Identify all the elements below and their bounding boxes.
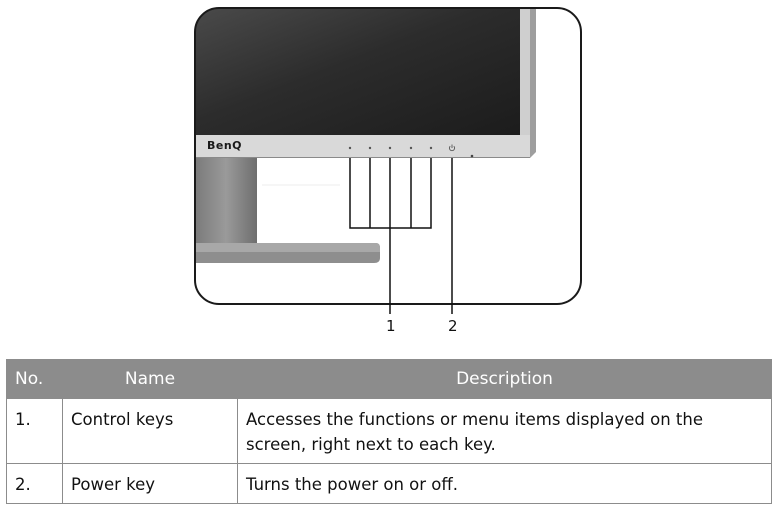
control-keys bbox=[348, 146, 433, 150]
monitor-screen bbox=[195, 8, 520, 135]
row-name: Control keys bbox=[62, 398, 238, 464]
row-name: Power key bbox=[62, 463, 238, 504]
key-description-table: No. Name Description 1. Control keys Acc… bbox=[6, 359, 772, 504]
table-row: 2. Power key Turns the power on or off. bbox=[6, 463, 772, 504]
row-description: Turns the power on or off. bbox=[237, 463, 772, 504]
brand-logo: BenQ bbox=[207, 139, 242, 152]
row-description: Accesses the functions or menu items dis… bbox=[237, 398, 772, 464]
power-symbol-icon bbox=[448, 144, 456, 152]
header-no: No. bbox=[6, 359, 63, 399]
monitor-illustration: BenQ 1 2 bbox=[194, 7, 582, 335]
row-number: 2. bbox=[6, 463, 63, 504]
callout-label-1: 1 bbox=[386, 317, 396, 335]
header-description: Description bbox=[237, 359, 772, 399]
monitor-stand bbox=[195, 158, 257, 243]
callout-label-2: 2 bbox=[448, 317, 458, 335]
row-number: 1. bbox=[6, 398, 63, 464]
header-name: Name bbox=[62, 359, 238, 399]
table-row: 1. Control keys Accesses the functions o… bbox=[6, 398, 772, 464]
table-header-row: No. Name Description bbox=[6, 359, 772, 399]
control-keys-callout bbox=[349, 158, 432, 314]
